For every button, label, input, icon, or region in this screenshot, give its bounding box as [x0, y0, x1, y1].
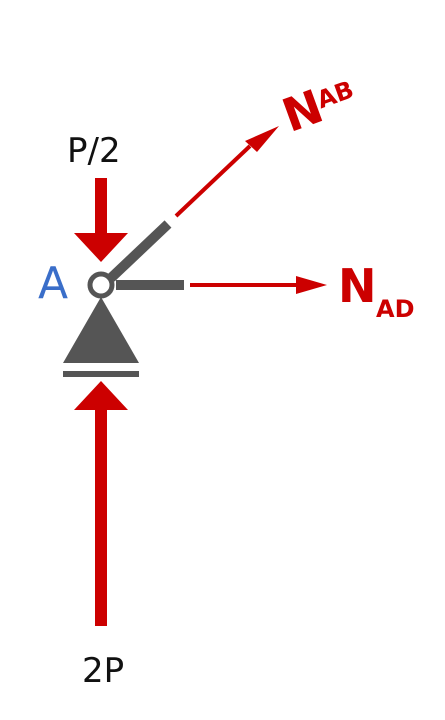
- node-a-label: A: [38, 258, 68, 309]
- node-a: [87, 271, 115, 299]
- pin-support: [63, 297, 139, 377]
- force-ab-label-sub: AB: [313, 75, 357, 114]
- bottom-load-arrow: [74, 381, 128, 626]
- member-ab-stub: [107, 220, 172, 282]
- bottom-load-label: 2P: [82, 651, 124, 691]
- force-ad-label-main: N: [338, 259, 377, 313]
- force-ad-arrow: [190, 276, 327, 294]
- force-ab-label: N AB: [275, 75, 357, 143]
- force-ad-label-sub: AD: [376, 295, 415, 323]
- top-load-label: P/2: [67, 131, 121, 171]
- force-ab-arrow: [174, 126, 279, 218]
- force-ad-label: N AD: [338, 259, 415, 323]
- top-load-arrow: [74, 178, 128, 262]
